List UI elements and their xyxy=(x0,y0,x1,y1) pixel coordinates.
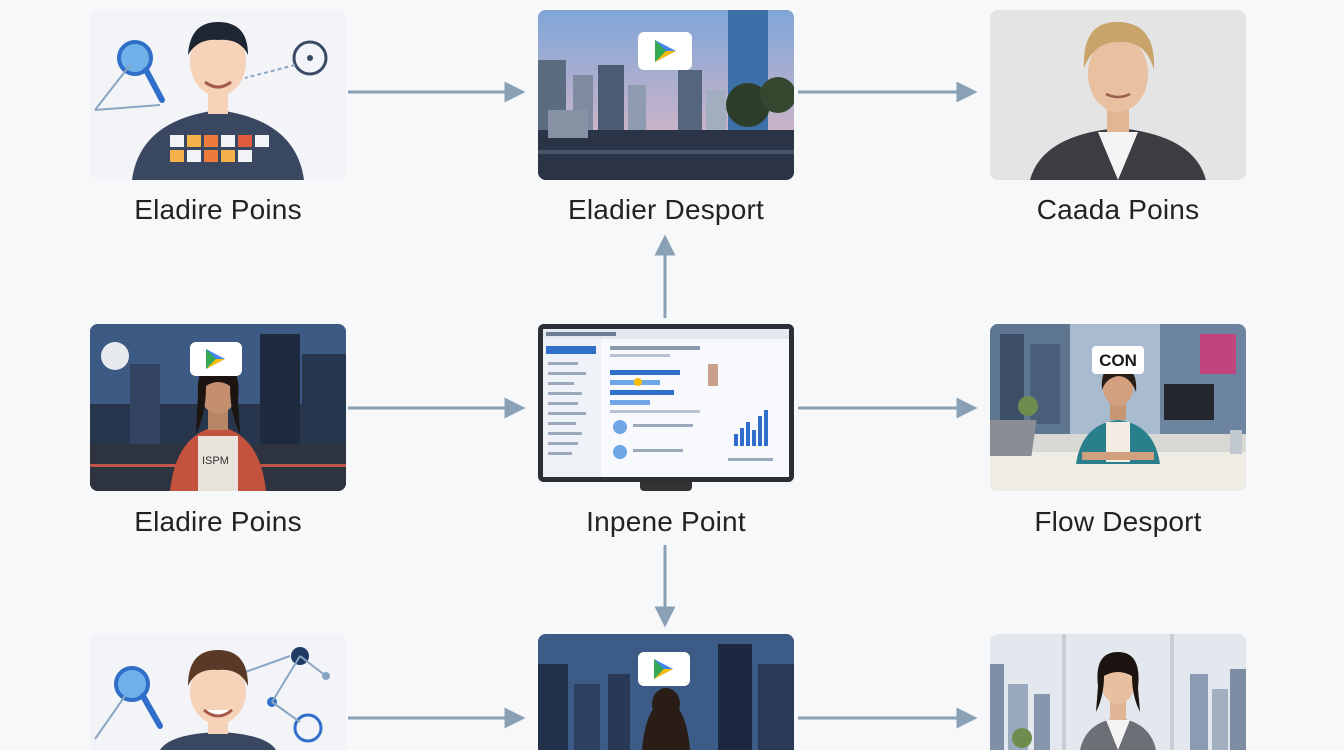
magnifier-icon xyxy=(114,666,163,729)
node-mid-left-image: ISPM xyxy=(90,324,346,491)
node-bot-right-image xyxy=(990,634,1246,750)
monitor-stand xyxy=(640,482,692,491)
play-icon xyxy=(190,342,242,376)
sign-text: CON xyxy=(1099,351,1137,370)
node-mid-right-label: Flow Desport xyxy=(1034,506,1202,537)
node-mid-center-label: Inpene Point xyxy=(586,506,746,537)
node-bot-center-image xyxy=(538,634,794,750)
node-mid-center-image xyxy=(538,324,794,482)
shirt-text: ISPM xyxy=(202,455,229,467)
node-top-left-label: Eladire Poins xyxy=(134,194,302,225)
node-top-center-label: Eladier Desport xyxy=(568,194,764,225)
node-top-right-label: Caada Poins xyxy=(1036,194,1200,225)
magnifier-icon xyxy=(117,40,165,103)
node-mid-left-label: Eladire Poins xyxy=(134,506,302,537)
node-mid-right-image: CON xyxy=(990,324,1246,491)
play-icon xyxy=(638,652,690,686)
network-node-icon xyxy=(244,40,328,79)
node-top-center-image xyxy=(538,10,794,180)
network-node-icon xyxy=(239,647,330,743)
node-top-right-image xyxy=(990,10,1246,180)
node-bot-left-image xyxy=(90,634,346,750)
play-icon xyxy=(638,32,692,70)
node-top-left-image xyxy=(90,10,346,180)
